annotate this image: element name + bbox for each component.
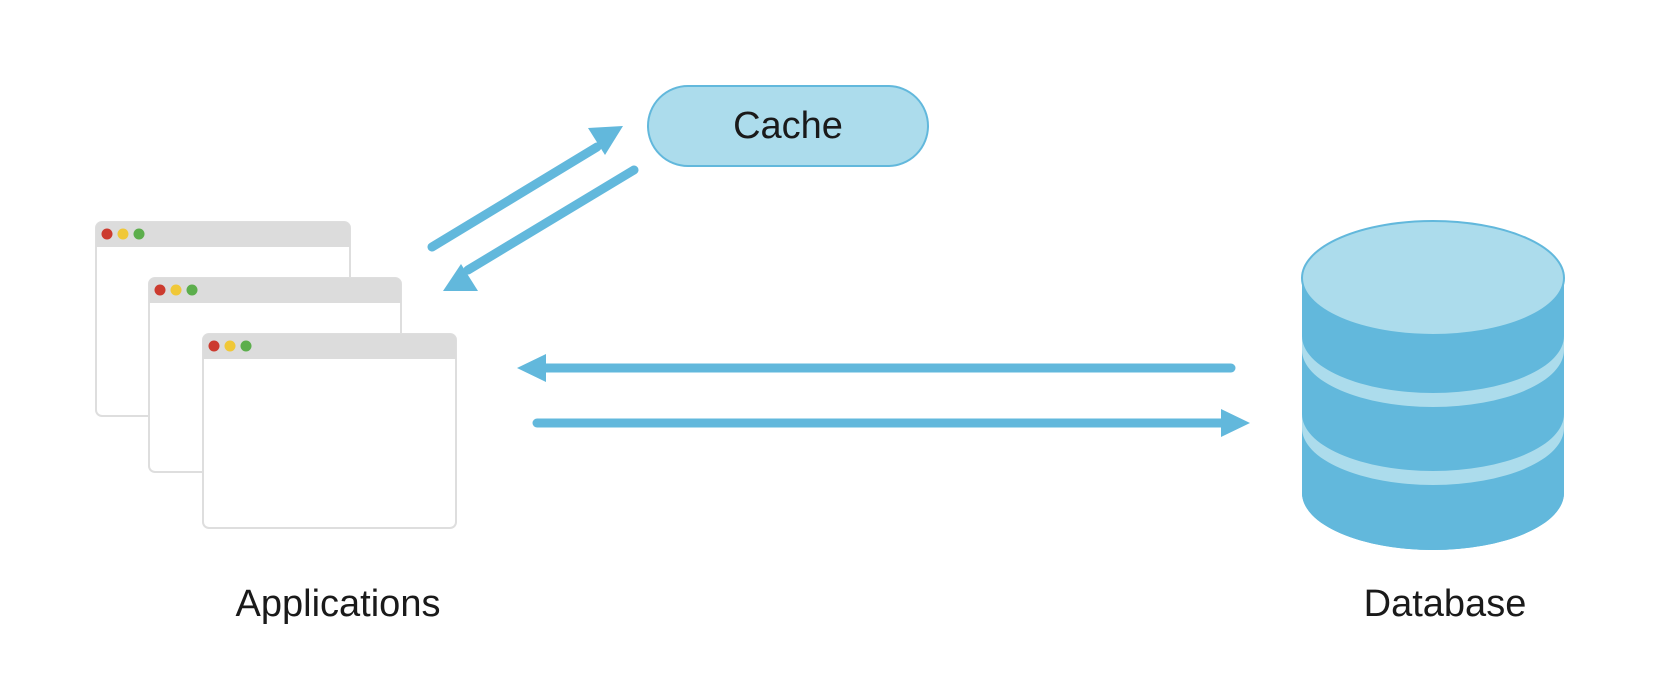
maximize-dot-icon: [133, 228, 145, 240]
cache-label: Cache: [733, 105, 843, 147]
applications-label: Applications: [235, 583, 441, 625]
arrow-applications-to-cache: [427, 126, 623, 252]
arrow-cache-to-applications: [443, 165, 639, 291]
minimize-dot-icon: [117, 228, 129, 240]
minimize-dot-icon: [224, 340, 236, 352]
close-dot-icon: [208, 340, 220, 352]
application-window-front: [202, 333, 457, 529]
maximize-dot-icon: [186, 284, 198, 296]
close-dot-icon: [154, 284, 166, 296]
database-label: Database: [1363, 583, 1527, 625]
maximize-dot-icon: [240, 340, 252, 352]
minimize-dot-icon: [170, 284, 182, 296]
close-dot-icon: [101, 228, 113, 240]
database-icon: [1301, 220, 1565, 550]
cache-node: [647, 85, 929, 167]
arrow-applications-to-database: [532, 409, 1250, 437]
arrow-database-to-applications: [517, 354, 1236, 382]
